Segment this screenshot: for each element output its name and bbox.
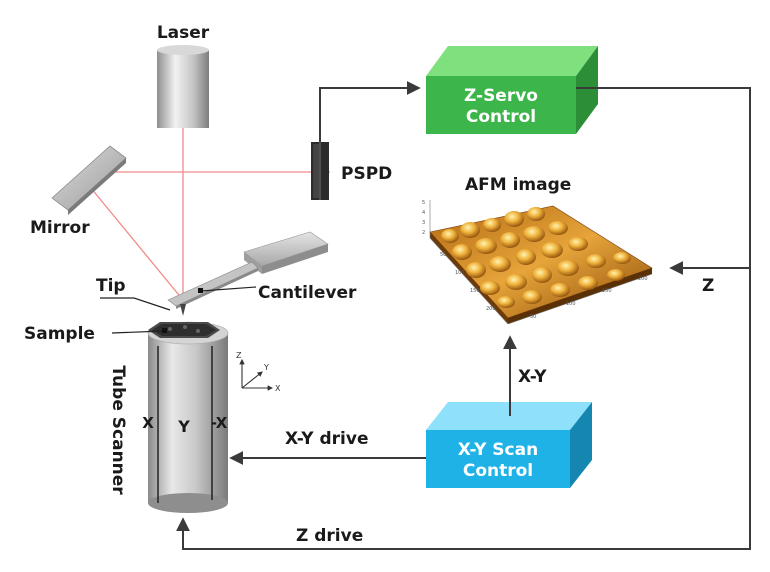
- z-servo-control-box: Z-Servo Control: [426, 46, 598, 134]
- sample-pointer: [111, 330, 165, 334]
- pspd-detector: [311, 142, 329, 200]
- tube-scanner: [147, 321, 229, 513]
- mirror: [51, 145, 127, 215]
- svg-text:3: 3: [422, 220, 425, 226]
- svg-text:2: 2: [422, 230, 425, 236]
- svg-text:100: 100: [566, 301, 576, 307]
- scanner-y: Y: [177, 417, 190, 436]
- svg-text:150: 150: [470, 288, 480, 294]
- cantilever-pointer: [200, 286, 257, 292]
- axis-y-label: Y: [263, 363, 269, 372]
- cantilever: [167, 231, 329, 316]
- svg-text:4: 4: [422, 210, 425, 216]
- afm-image-label: AFM image: [465, 175, 571, 195]
- tip-label: Tip: [96, 276, 126, 296]
- sample-label: Sample: [24, 324, 95, 344]
- svg-text:100: 100: [455, 270, 465, 276]
- mirror-label: Mirror: [30, 218, 90, 238]
- xy-drive-label: X-Y drive: [285, 429, 369, 449]
- svg-text:200: 200: [486, 306, 496, 312]
- cantilever-label: Cantilever: [258, 283, 357, 303]
- laser-beam: [85, 128, 330, 301]
- svg-text:50: 50: [530, 314, 536, 320]
- axis-triad: [239, 358, 274, 391]
- axis-x-label: X: [275, 384, 281, 393]
- sample: [148, 322, 220, 338]
- scanner-x-right: -X: [211, 414, 228, 432]
- svg-text:200: 200: [638, 276, 648, 282]
- axis-z-label: Z: [236, 351, 242, 360]
- laser-label: Laser: [157, 23, 210, 43]
- pspd-label: PSPD: [341, 164, 392, 184]
- xy-scan-title-line1: X-Y Scan: [458, 440, 538, 460]
- laser-source: [157, 45, 209, 128]
- scanner-x-left: X: [142, 414, 154, 432]
- tip-pointer: [100, 297, 171, 311]
- z-drive-arrow: [176, 87, 751, 550]
- pspd-to-zservo-arrow: [319, 81, 421, 142]
- svg-text:150: 150: [602, 288, 612, 294]
- z-servo-title-line1: Z-Servo: [464, 86, 538, 106]
- xy-label: X-Y: [518, 367, 547, 387]
- tube-scanner-label: Tube Scanner: [108, 365, 128, 495]
- afm-image: 5 4 3 2 50 100 150 200 50 100 150 200: [422, 200, 653, 325]
- z-drive-label: Z drive: [296, 526, 363, 546]
- xy-scan-title-line2: Control: [463, 461, 533, 481]
- svg-text:5: 5: [422, 200, 425, 206]
- svg-text:50: 50: [440, 252, 446, 258]
- z-label: Z: [702, 276, 714, 296]
- z-servo-title-line2: Control: [466, 107, 536, 127]
- tip: [180, 304, 186, 316]
